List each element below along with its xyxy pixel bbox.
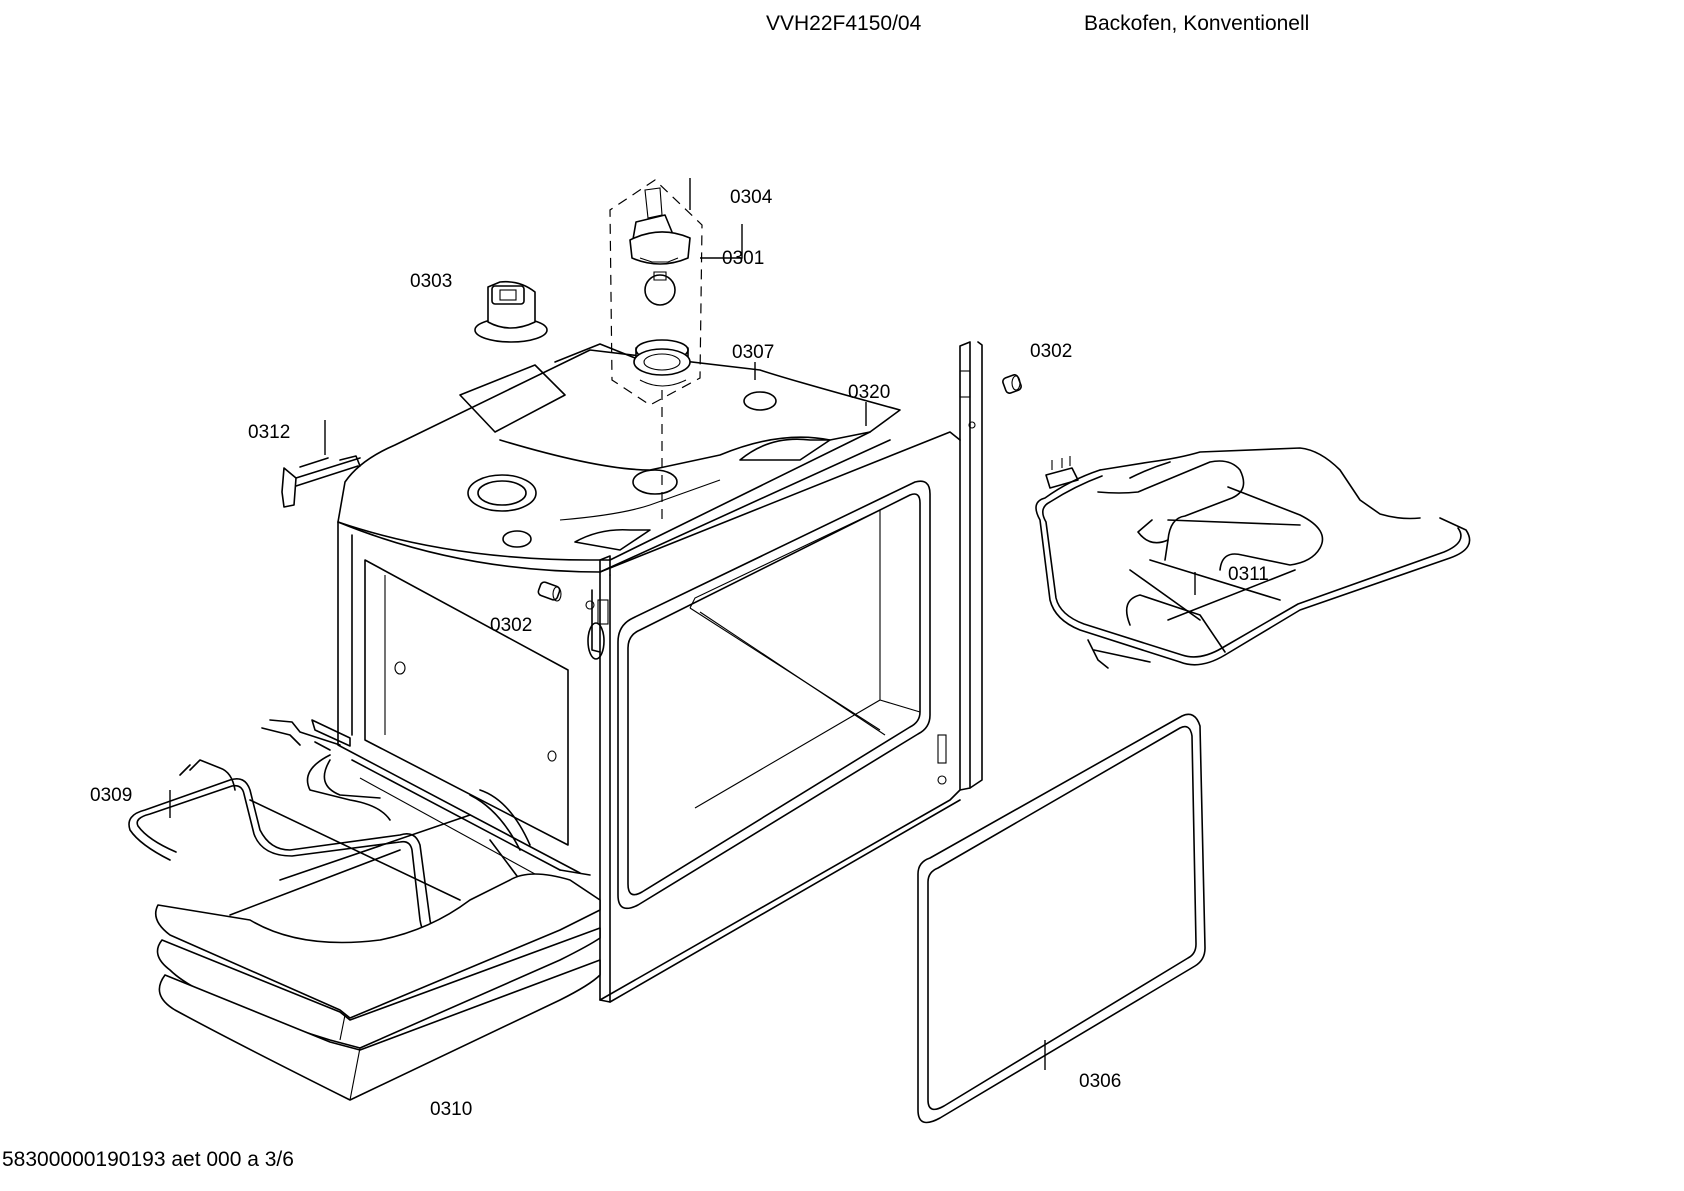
- label-0312: 0312: [248, 422, 290, 443]
- bottom-heating-element: [128, 719, 531, 952]
- insulation-mat: [154, 873, 601, 1101]
- leader-lines: [169, 178, 1196, 1070]
- label-0310: 0310: [430, 1099, 472, 1120]
- label-0306: 0306: [1079, 1071, 1121, 1092]
- label-0309: 0309: [90, 785, 132, 806]
- sensor-clip: [281, 455, 361, 508]
- label-0311: 0311: [1228, 564, 1269, 585]
- door-seal-gasket: [917, 713, 1206, 1124]
- label-0307: 0307: [732, 342, 774, 363]
- label-0302-top: 0302: [1030, 341, 1072, 362]
- diagram-description: Backofen, Konventionell: [1084, 12, 1310, 35]
- label-0320: 0320: [848, 382, 890, 403]
- oven-cavity: [337, 341, 983, 1003]
- thermostat-part: [474, 280, 548, 343]
- document-code: 58300000190193 aet 000 a 3/6: [2, 1148, 294, 1171]
- model-number: VVH22F4150/04: [766, 12, 922, 35]
- part-labels: 0304 0301 0303 0307 0302 0320 0312 0311 …: [90, 187, 1269, 1120]
- label-0303: 0303: [410, 271, 452, 292]
- label-0301: 0301: [722, 248, 764, 269]
- label-0302-side: 0302: [490, 615, 532, 636]
- top-heating-element: [1035, 447, 1471, 669]
- fan-motor-assembly: [609, 179, 703, 525]
- cap-part-side: [537, 581, 562, 602]
- cap-part-top: [1002, 374, 1022, 394]
- label-0304: 0304: [730, 187, 773, 208]
